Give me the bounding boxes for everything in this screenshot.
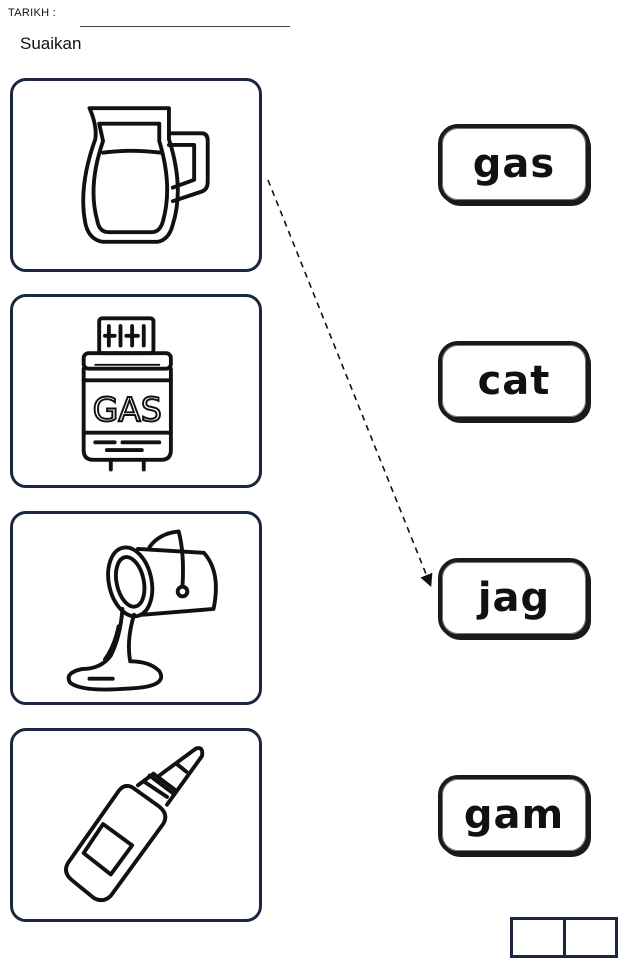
- word-card-gam[interactable]: gam: [438, 775, 590, 855]
- picture-card-paint[interactable]: [10, 511, 262, 705]
- instruction-title: Suaikan: [20, 34, 82, 53]
- picture-card-gas[interactable]: GAS: [10, 294, 262, 488]
- word-label: cat: [477, 358, 551, 404]
- word-card-cat[interactable]: cat: [438, 341, 590, 421]
- word-card-jag[interactable]: jag: [438, 558, 590, 638]
- word-label: gam: [463, 792, 565, 838]
- glue-bottle-icon: [64, 746, 205, 903]
- paint-can-spill-icon: [66, 529, 218, 692]
- date-answer-line[interactable]: [80, 26, 290, 27]
- word-label: jag: [477, 575, 551, 621]
- score-boxes: [510, 917, 618, 958]
- picture-card-glue[interactable]: [10, 728, 262, 922]
- picture-card-jug[interactable]: [10, 78, 262, 272]
- date-label: TARIKH :: [8, 7, 57, 19]
- jug-icon: [81, 106, 210, 244]
- gas-cylinder-icon: GAS: [81, 316, 173, 472]
- word-label: gas: [472, 141, 556, 187]
- score-box[interactable]: [513, 920, 563, 955]
- gas-cylinder-label: GAS: [93, 390, 162, 429]
- score-box[interactable]: [562, 920, 616, 955]
- word-card-gas[interactable]: gas: [438, 124, 590, 204]
